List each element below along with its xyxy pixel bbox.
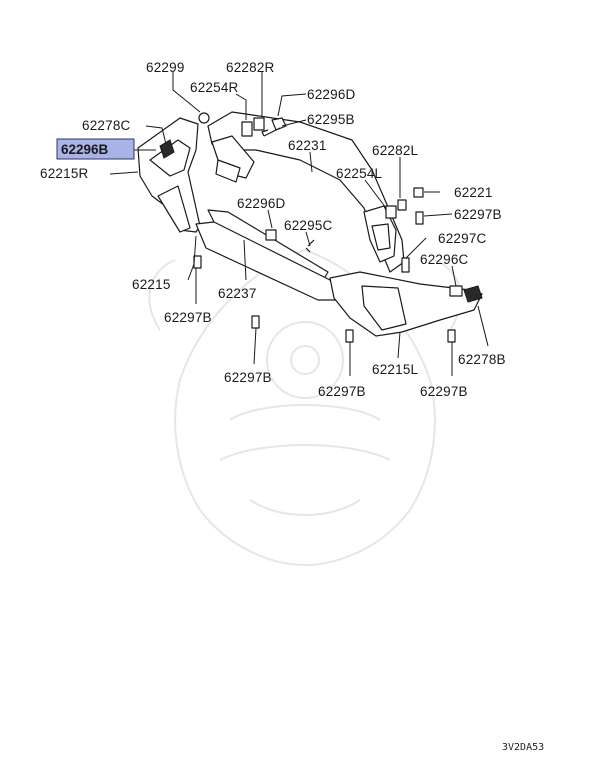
screw-62297C	[401, 257, 410, 273]
label-62295B: 62295B	[307, 112, 355, 127]
plate-62278B	[463, 285, 483, 303]
label-62297B-b1: 62297B	[224, 370, 272, 385]
clip-62282L	[397, 199, 407, 211]
label-62296D-mid: 62296D	[237, 196, 286, 211]
highlight-62296B	[56, 138, 135, 160]
label-62215: 62215	[132, 277, 171, 292]
label-62215R: 62215R	[40, 166, 89, 181]
label-62282R: 62282R	[226, 60, 275, 75]
label-62296B: 62296B	[61, 142, 109, 157]
bolt-62295B	[261, 127, 281, 137]
label-62296D-top: 62296D	[307, 87, 356, 102]
plate-62278C	[159, 139, 175, 159]
label-62278B: 62278B	[458, 352, 506, 367]
label-62215L: 62215L	[372, 362, 419, 377]
label-62297B-b3: 62297B	[420, 384, 468, 399]
fastener-62299	[198, 112, 210, 124]
label-62296C: 62296C	[420, 252, 469, 267]
label-62221: 62221	[454, 185, 493, 200]
leader-lines	[109, 72, 489, 376]
clip-62254R	[241, 121, 253, 137]
screw-62297B-b1	[251, 315, 260, 329]
screw-62297B-b2	[345, 329, 354, 343]
nut-62296C	[449, 285, 463, 297]
label-62295C: 62295C	[284, 218, 333, 233]
screw-62297B-r	[415, 211, 424, 225]
label-62297B-b2: 62297B	[318, 384, 366, 399]
label-62254L: 62254L	[336, 166, 383, 181]
nut-62296D-mid	[265, 229, 277, 241]
bumper-side-left	[329, 271, 483, 337]
label-62278C: 62278C	[82, 118, 131, 133]
diagram-code: 3V2DA53	[502, 742, 544, 753]
label-62297B-r: 62297B	[454, 207, 502, 222]
label-62282L: 62282L	[372, 143, 419, 158]
bolt-62295C	[305, 239, 315, 253]
samurai-helmet-watermark	[148, 248, 462, 567]
screw-62297B-b3	[447, 329, 456, 343]
clip-62221	[413, 187, 424, 198]
bumper-beam	[207, 111, 405, 273]
label-62297B-l: 62297B	[164, 310, 212, 325]
screw-62297B-l	[193, 255, 202, 269]
clip-62254L	[385, 205, 397, 219]
label-62299: 62299	[146, 60, 185, 75]
label-62237: 62237	[218, 286, 257, 301]
label-62297C: 62297C	[438, 231, 487, 246]
clip-62282R	[253, 117, 265, 131]
nut-62296D-top	[271, 117, 287, 131]
bumper-side-bracket-right	[137, 117, 201, 233]
label-62254R: 62254R	[190, 80, 239, 95]
label-62231: 62231	[288, 138, 327, 153]
